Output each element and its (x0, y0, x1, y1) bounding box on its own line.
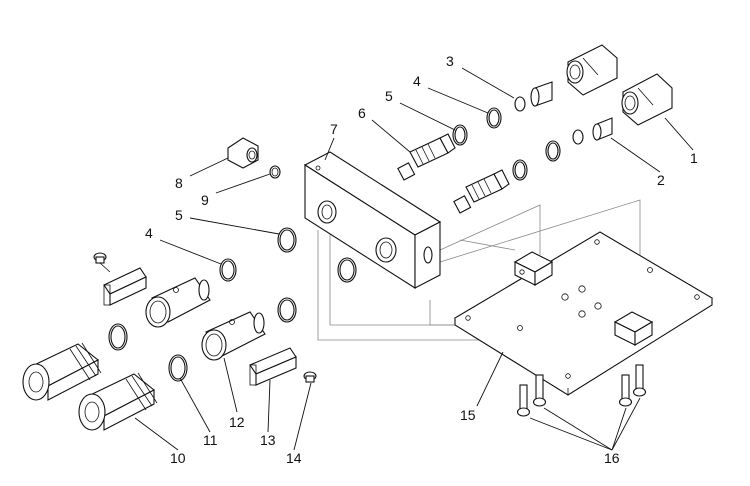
o-rings-upper (452, 96, 584, 181)
fitting-upper (566, 44, 618, 96)
adapter-lower (201, 311, 266, 361)
sleeves-upper (530, 81, 613, 141)
small-seal (269, 165, 281, 179)
callout-15: 15 (460, 407, 476, 423)
clamp-upper (103, 267, 147, 306)
callout-16: 16 (604, 450, 620, 466)
callout-4-left: 4 (145, 225, 153, 241)
screw-lower (303, 371, 317, 383)
callout-9: 9 (201, 192, 209, 208)
clamp-lower (249, 347, 297, 386)
quick-coupler-upper (22, 342, 102, 401)
callout-11: 11 (203, 432, 218, 448)
callout-3: 3 (446, 53, 454, 69)
valve-cartridge-lower (453, 169, 510, 214)
valve-cartridge-upper (397, 133, 456, 181)
adapter-upper (145, 277, 211, 328)
callout-6: 6 (358, 105, 366, 121)
mounting-plate (453, 231, 714, 396)
callout-1: 1 (690, 150, 698, 166)
o-rings-left (108, 227, 357, 382)
small-fitting (227, 137, 259, 169)
callout-5-top: 5 (385, 88, 393, 104)
callouts: 1 2 3 4 5 6 7 8 9 5 4 10 11 12 13 14 15 … (145, 53, 698, 466)
fitting-lower (621, 73, 673, 126)
callout-13: 13 (260, 432, 276, 448)
callout-14: 14 (286, 450, 302, 466)
callout-2: 2 (657, 172, 665, 188)
quick-coupler-lower (78, 372, 158, 431)
callout-12: 12 (229, 414, 245, 430)
screw-upper (93, 252, 111, 273)
leader-lines (134, 67, 694, 451)
callout-10: 10 (170, 450, 186, 466)
bolts (516, 364, 647, 417)
callout-4-top: 4 (413, 73, 421, 89)
manifold-block (303, 151, 442, 290)
callout-8: 8 (175, 175, 183, 191)
callout-7: 7 (330, 121, 338, 137)
callout-5-left: 5 (175, 207, 183, 223)
